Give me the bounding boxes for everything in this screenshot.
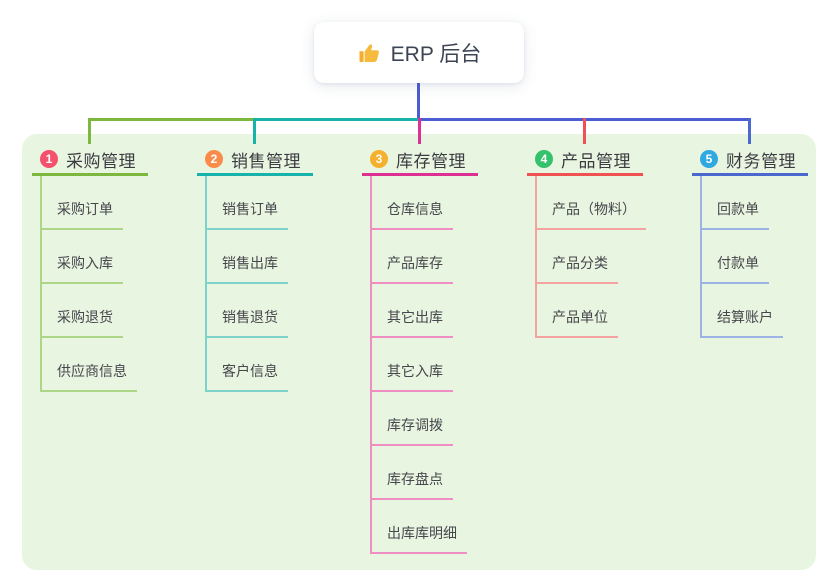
root-node[interactable]: ERP 后台: [314, 22, 524, 83]
child-row: 结算账户: [702, 284, 808, 338]
branch: 3 库存管理 仓库信息 产品库存 其它出库 其它入库 库存调拨 库存盘点 出库库…: [362, 145, 478, 554]
branch-header[interactable]: 1 采购管理: [32, 145, 148, 176]
branch-number-badge: 4: [535, 150, 553, 168]
branch-number-badge: 3: [370, 150, 388, 168]
child-row: 其它入库: [372, 338, 478, 392]
branch-children: 销售订单 销售出库 销售退货 客户信息: [205, 176, 313, 392]
branch-title: 产品管理: [561, 151, 631, 171]
child-node[interactable]: 销售退货: [207, 307, 288, 338]
connector-drop-line: [747, 118, 751, 144]
branch-children: 采购订单 采购入库 采购退货 供应商信息: [40, 176, 148, 392]
branch-header[interactable]: 3 库存管理: [362, 145, 478, 176]
branch-children: 产品（物料） 产品分类 产品单位: [535, 176, 646, 338]
child-row: 产品分类: [537, 230, 643, 284]
child-row: 客户信息: [207, 338, 313, 392]
connector-bus-segment: [254, 118, 419, 121]
branch-title: 库存管理: [396, 151, 466, 171]
child-node[interactable]: 产品单位: [537, 307, 618, 338]
child-row: 销售出库: [207, 230, 313, 284]
child-row: 其它出库: [372, 284, 478, 338]
child-node[interactable]: 供应商信息: [42, 361, 137, 392]
child-node[interactable]: 客户信息: [207, 361, 288, 392]
connector-bus-segment: [88, 118, 254, 121]
child-row: 仓库信息: [372, 176, 478, 230]
branch-title: 销售管理: [231, 151, 301, 171]
child-node[interactable]: 回款单: [702, 199, 769, 230]
child-row: 产品单位: [537, 284, 643, 338]
child-node[interactable]: 出库库明细: [372, 523, 467, 554]
child-node[interactable]: 结算账户: [702, 307, 783, 338]
root-title: ERP 后台: [390, 42, 482, 66]
child-node[interactable]: 采购入库: [42, 253, 123, 284]
branch-number-badge: 5: [700, 150, 718, 168]
branch-header[interactable]: 2 销售管理: [197, 145, 313, 176]
child-row: 销售订单: [207, 176, 313, 230]
child-node[interactable]: 产品（物料）: [537, 199, 646, 230]
child-node[interactable]: 产品分类: [537, 253, 618, 284]
child-node[interactable]: 采购订单: [42, 199, 123, 230]
branch-header[interactable]: 5 财务管理: [692, 145, 808, 176]
child-row: 产品库存: [372, 230, 478, 284]
branches-panel: [22, 134, 816, 570]
branch-title: 采购管理: [66, 151, 136, 171]
branch-number-badge: 1: [40, 150, 58, 168]
child-node[interactable]: 销售出库: [207, 253, 288, 284]
child-node[interactable]: 产品库存: [372, 253, 453, 284]
child-node[interactable]: 付款单: [702, 253, 769, 284]
branch-number-badge: 2: [205, 150, 223, 168]
branch: 5 财务管理 回款单 付款单 结算账户: [692, 145, 808, 338]
child-row: 采购入库: [42, 230, 148, 284]
child-node[interactable]: 库存调拨: [372, 415, 453, 446]
child-node[interactable]: 采购退货: [42, 307, 123, 338]
branch: 2 销售管理 销售订单 销售出库 销售退货 客户信息: [197, 145, 313, 392]
child-row: 出库库明细: [372, 500, 478, 554]
child-row: 供应商信息: [42, 338, 148, 392]
branch: 1 采购管理 采购订单 采购入库 采购退货 供应商信息: [32, 145, 148, 392]
child-row: 库存调拨: [372, 392, 478, 446]
child-node[interactable]: 其它入库: [372, 361, 453, 392]
branch-header[interactable]: 4 产品管理: [527, 145, 643, 176]
branch: 4 产品管理 产品（物料） 产品分类 产品单位: [527, 145, 646, 338]
branch-title: 财务管理: [726, 151, 796, 171]
connector-drop-line: [417, 118, 421, 144]
child-node[interactable]: 销售订单: [207, 199, 288, 230]
child-row: 产品（物料）: [537, 176, 646, 230]
connector-drop-line: [582, 118, 586, 144]
thumbs-up-icon: [357, 41, 381, 65]
child-node[interactable]: 仓库信息: [372, 199, 453, 230]
child-row: 库存盘点: [372, 446, 478, 500]
root-connector-line: [417, 83, 420, 118]
child-node[interactable]: 其它出库: [372, 307, 453, 338]
child-row: 采购退货: [42, 284, 148, 338]
branch-children: 回款单 付款单 结算账户: [700, 176, 808, 338]
branch-children: 仓库信息 产品库存 其它出库 其它入库 库存调拨 库存盘点 出库库明细: [370, 176, 478, 554]
connector-drop-line: [87, 118, 91, 144]
connector-drop-line: [252, 118, 256, 144]
child-row: 采购订单: [42, 176, 148, 230]
child-node[interactable]: 库存盘点: [372, 469, 453, 500]
child-row: 回款单: [702, 176, 808, 230]
child-row: 付款单: [702, 230, 808, 284]
child-row: 销售退货: [207, 284, 313, 338]
